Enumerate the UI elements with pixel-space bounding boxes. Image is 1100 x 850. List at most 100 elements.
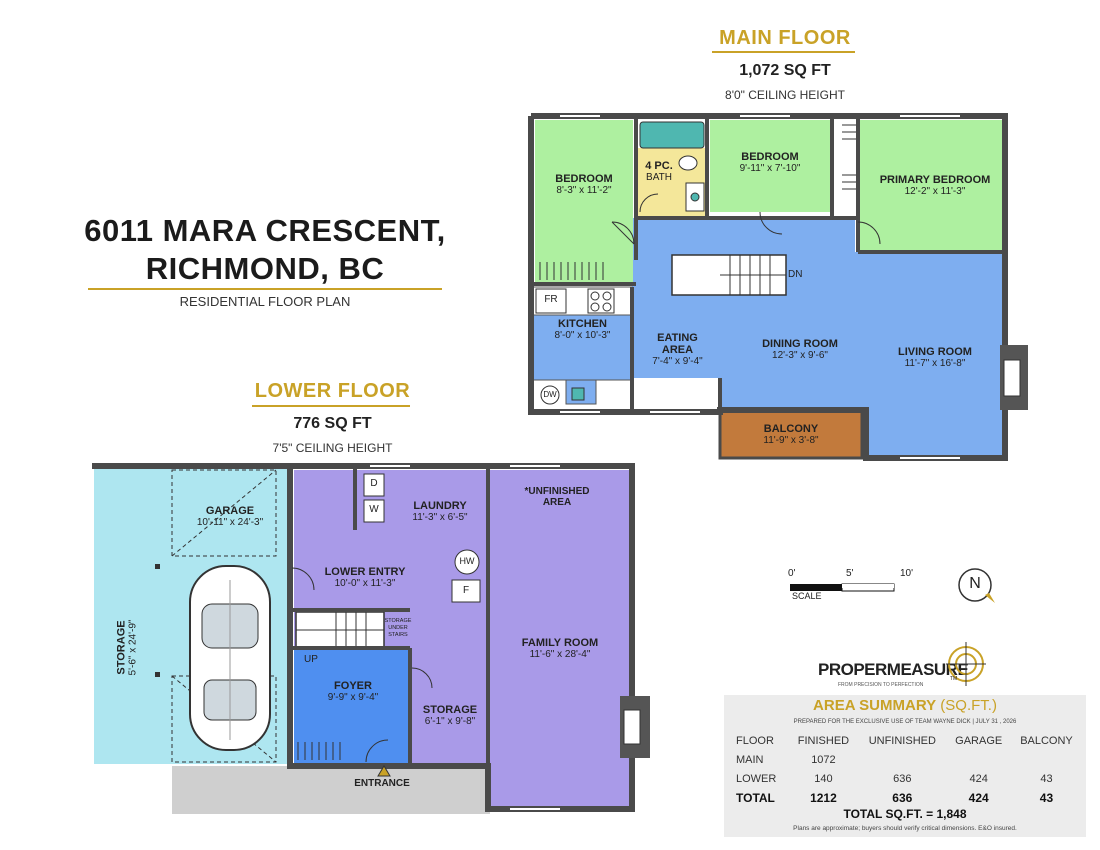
brand-tagline: FROM PRECISION TO PERFECTION [838, 682, 924, 688]
toilet-icon [678, 155, 698, 171]
cell-balcony: 43 [1039, 790, 1054, 805]
cell-floor: TOTAL [736, 790, 775, 805]
area-summary-prepared: PREPARED FOR THE EXCLUSIVE USE OF TEAM W… [793, 719, 1017, 725]
bath-label: 4 PC. BATH [645, 160, 673, 183]
kitchen-sink-icon [571, 387, 585, 401]
dryer-label: D [370, 478, 378, 489]
cell-floor: LOWER [736, 772, 777, 785]
bathtub [639, 121, 705, 149]
cell-unfinished: 636 [892, 790, 913, 805]
stairs-up-label: UP [304, 654, 318, 665]
main-floor-area: 1,072 SQ FT [739, 62, 831, 79]
table-row: MAIN 1072 [732, 750, 1082, 769]
car-icon [189, 565, 271, 751]
area-summary-disclaimer: Plans are approximate; buyers should ver… [793, 825, 1017, 832]
lower-storage-label: STORAGE 6'-1" x 9'-8" [422, 704, 478, 727]
header-finished: FINISHED [797, 734, 850, 747]
scale-tick-5: 5' [846, 568, 854, 579]
hot-water-tank-icon [454, 549, 480, 575]
garage-storage-label: STORAGE 5'-6" x 24'-9" [115, 619, 139, 676]
cell-unfinished: 636 [893, 772, 912, 785]
washer-label: W [369, 504, 379, 515]
brand-name: PROPERMEASURE [818, 660, 969, 679]
scale-label: SCALE [792, 591, 822, 601]
family-room-label: FAMILY ROOM 11'-6" x 28'-4" [521, 637, 599, 660]
lower-floor-ceiling: 7'5" CEILING HEIGHT [272, 441, 393, 455]
laundry-label: LAUNDRY 11'-3" x 6'-5" [412, 500, 468, 523]
bedroom-2-label: BEDROOM 9'-11" x 7'-10" [739, 151, 801, 174]
header-floor: FLOOR [736, 734, 774, 747]
scale-tick-10: 10' [900, 568, 914, 579]
cell-garage [946, 750, 1011, 769]
cell-balcony [1011, 750, 1082, 769]
main-floor-title-underline [712, 51, 855, 53]
compass-icon [958, 568, 995, 603]
lower-floor-area: 776 SQ FT [293, 415, 372, 432]
cell-garage: 424 [969, 772, 988, 785]
header-unfinished: UNFINISHED [868, 734, 936, 747]
primary-bedroom-area [860, 120, 1002, 252]
address-line-2: RICHMOND, BC [145, 251, 385, 286]
area-summary-grand-total: TOTAL SQ.FT. = 1,848 [843, 807, 967, 821]
entrance-marker [377, 765, 391, 777]
bedroom-1-label: BEDROOM 8'-3" x 11'-2" [555, 173, 613, 196]
furnace-label: F [462, 585, 470, 596]
kitchen-label: KITCHEN 8'-0" x 10'-3" [554, 318, 611, 341]
dryer-icon [363, 473, 385, 497]
area-summary-title: AREA SUMMARY (SQ.FT.) [813, 697, 997, 714]
property-address: 6011 MARA CRESCENT, RICHMOND, BC [70, 212, 460, 288]
lower-entry-label: LOWER ENTRY 10'-0" x 11'-3" [324, 566, 406, 589]
cell-unfinished [858, 750, 946, 769]
main-floor-title: MAIN FLOOR [719, 27, 851, 49]
family-room-area [490, 470, 630, 806]
area-summary-table: FLOOR FINISHED UNFINISHED GARAGE BALCONY… [732, 731, 1082, 807]
compass-letter: N [969, 575, 981, 592]
dining-room-label: DINING ROOM 12'-3" x 9'-6" [762, 338, 838, 361]
unfinished-area-label: *UNFINISHED AREA [524, 486, 590, 508]
driveway [172, 766, 490, 814]
stairs-down-label: DN [788, 269, 803, 280]
cell-balcony: 43 [1040, 772, 1053, 785]
living-room-label: LIVING ROOM 11'-7" x 16'-8" [898, 346, 972, 369]
primary-bedroom-label: PRIMARY BEDROOM 12'-2" x 11'-3" [879, 174, 991, 197]
washer-icon [363, 499, 385, 523]
table-header-row: FLOOR FINISHED UNFINISHED GARAGE BALCONY [732, 731, 1082, 750]
closet-bedroom-1 [539, 262, 604, 280]
address-underline [88, 288, 442, 290]
brand-target-icon [946, 642, 986, 686]
address-line-1: 6011 MARA CRESCENT, [84, 213, 446, 248]
header-balcony: BALCONY [1020, 734, 1073, 747]
foyer-label: FOYER 9'-9" x 9'-4" [327, 680, 379, 703]
fridge-label: FR [544, 294, 558, 305]
dishwasher-label: DW [543, 390, 557, 399]
eating-area-label: EATING AREA 7'-4" x 9'-4" [652, 332, 703, 367]
cell-finished: 140 [814, 772, 833, 785]
closet-primary [842, 124, 856, 190]
foyer-area [294, 650, 410, 764]
bedroom-2-area [710, 120, 830, 212]
header-garage: GARAGE [955, 734, 1003, 747]
cell-garage: 424 [968, 790, 989, 805]
hot-water-label: HW [459, 556, 475, 566]
fridge-icon [535, 288, 567, 314]
lower-floor-title: LOWER FLOOR [254, 380, 411, 402]
table-row: LOWER 140 636 424 43 [732, 769, 1082, 788]
balcony-label: BALCONY 11'-9" x 3'-8" [763, 423, 819, 446]
table-total-row: TOTAL 1212 636 424 43 [732, 788, 1082, 807]
furnace-icon [451, 579, 481, 603]
cell-floor: MAIN [736, 753, 764, 766]
storage-under-stairs-label: STORAGE UNDER STAIRS [384, 618, 412, 638]
scale-bar [790, 583, 895, 592]
area-summary: AREA SUMMARY (SQ.FT.) PREPARED FOR THE E… [724, 695, 1086, 837]
brand-tm: TM [950, 676, 958, 682]
main-floor-ceiling: 8'0" CEILING HEIGHT [725, 88, 845, 102]
dishwasher-icon [540, 385, 560, 405]
cell-finished: 1212 [810, 790, 837, 805]
foyer-closet [297, 742, 341, 760]
plan-type-label: RESIDENTIAL FLOOR PLAN [179, 294, 351, 309]
bedroom-1-area [535, 120, 633, 282]
lower-floor-title-underline [252, 405, 410, 407]
garage-label: GARAGE 10'-11" x 24'-3" [196, 505, 264, 528]
